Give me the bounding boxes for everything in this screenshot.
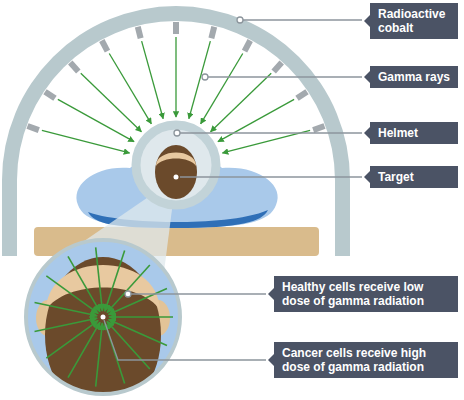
label-text: Cancer cells receive high dose of gamma … (282, 346, 452, 374)
collimator (173, 22, 179, 34)
gamma-ray (142, 41, 164, 119)
gamma-ray (189, 41, 211, 119)
collimator (27, 123, 40, 133)
gamma-ray (42, 130, 130, 153)
label-text: Healthy cells receive low dose of gamma … (282, 280, 452, 308)
collimator (68, 61, 80, 74)
gamma-ray (211, 73, 272, 131)
gamma-ray (218, 99, 294, 141)
cancer-dot (101, 315, 106, 320)
gamma-ray (201, 54, 243, 124)
gamma-ray (108, 289, 166, 315)
collimator (242, 39, 253, 52)
label-tag: Helmet (370, 122, 458, 144)
gamma-ray (109, 54, 151, 124)
gamma-ray (81, 73, 142, 131)
collimator (312, 123, 325, 133)
gamma-ray (68, 256, 100, 311)
gamma-ray (58, 99, 134, 141)
label-text: Target (378, 170, 452, 184)
helmet (136, 125, 216, 205)
label-text: Helmet (378, 126, 452, 140)
gamma-ray (46, 321, 98, 359)
label-tag: Target (370, 166, 458, 188)
zoom-circle (26, 240, 180, 394)
target-dot (174, 175, 179, 180)
label-text: Radioactive cobalt (378, 7, 452, 35)
zoomed-head (45, 257, 161, 400)
gamma-ray (109, 316, 173, 318)
hair (156, 153, 196, 167)
collimator (99, 39, 110, 52)
collimator (135, 26, 144, 39)
head (155, 145, 197, 199)
label-text: Gamma rays (378, 70, 452, 84)
gamma-ray (35, 302, 98, 315)
collimator (295, 89, 308, 101)
leader-dots (125, 17, 243, 297)
collimator (43, 89, 56, 101)
collimator (271, 61, 283, 74)
gamma-ray (175, 37, 176, 117)
cobalt-arch (2, 6, 350, 256)
gamma-ray (35, 318, 98, 331)
collimator (208, 26, 217, 39)
label-tag: Cancer cells receive high dose of gamma … (274, 342, 458, 378)
label-tag: Radioactive cobalt (370, 3, 458, 39)
label-tag: Gamma rays (370, 66, 458, 88)
gamma-ray (96, 323, 103, 387)
gamma-ray (105, 250, 125, 311)
label-tag: Healthy cells receive low dose of gamma … (274, 276, 458, 312)
gamma-ray (96, 247, 103, 311)
gamma-ray (222, 130, 310, 153)
